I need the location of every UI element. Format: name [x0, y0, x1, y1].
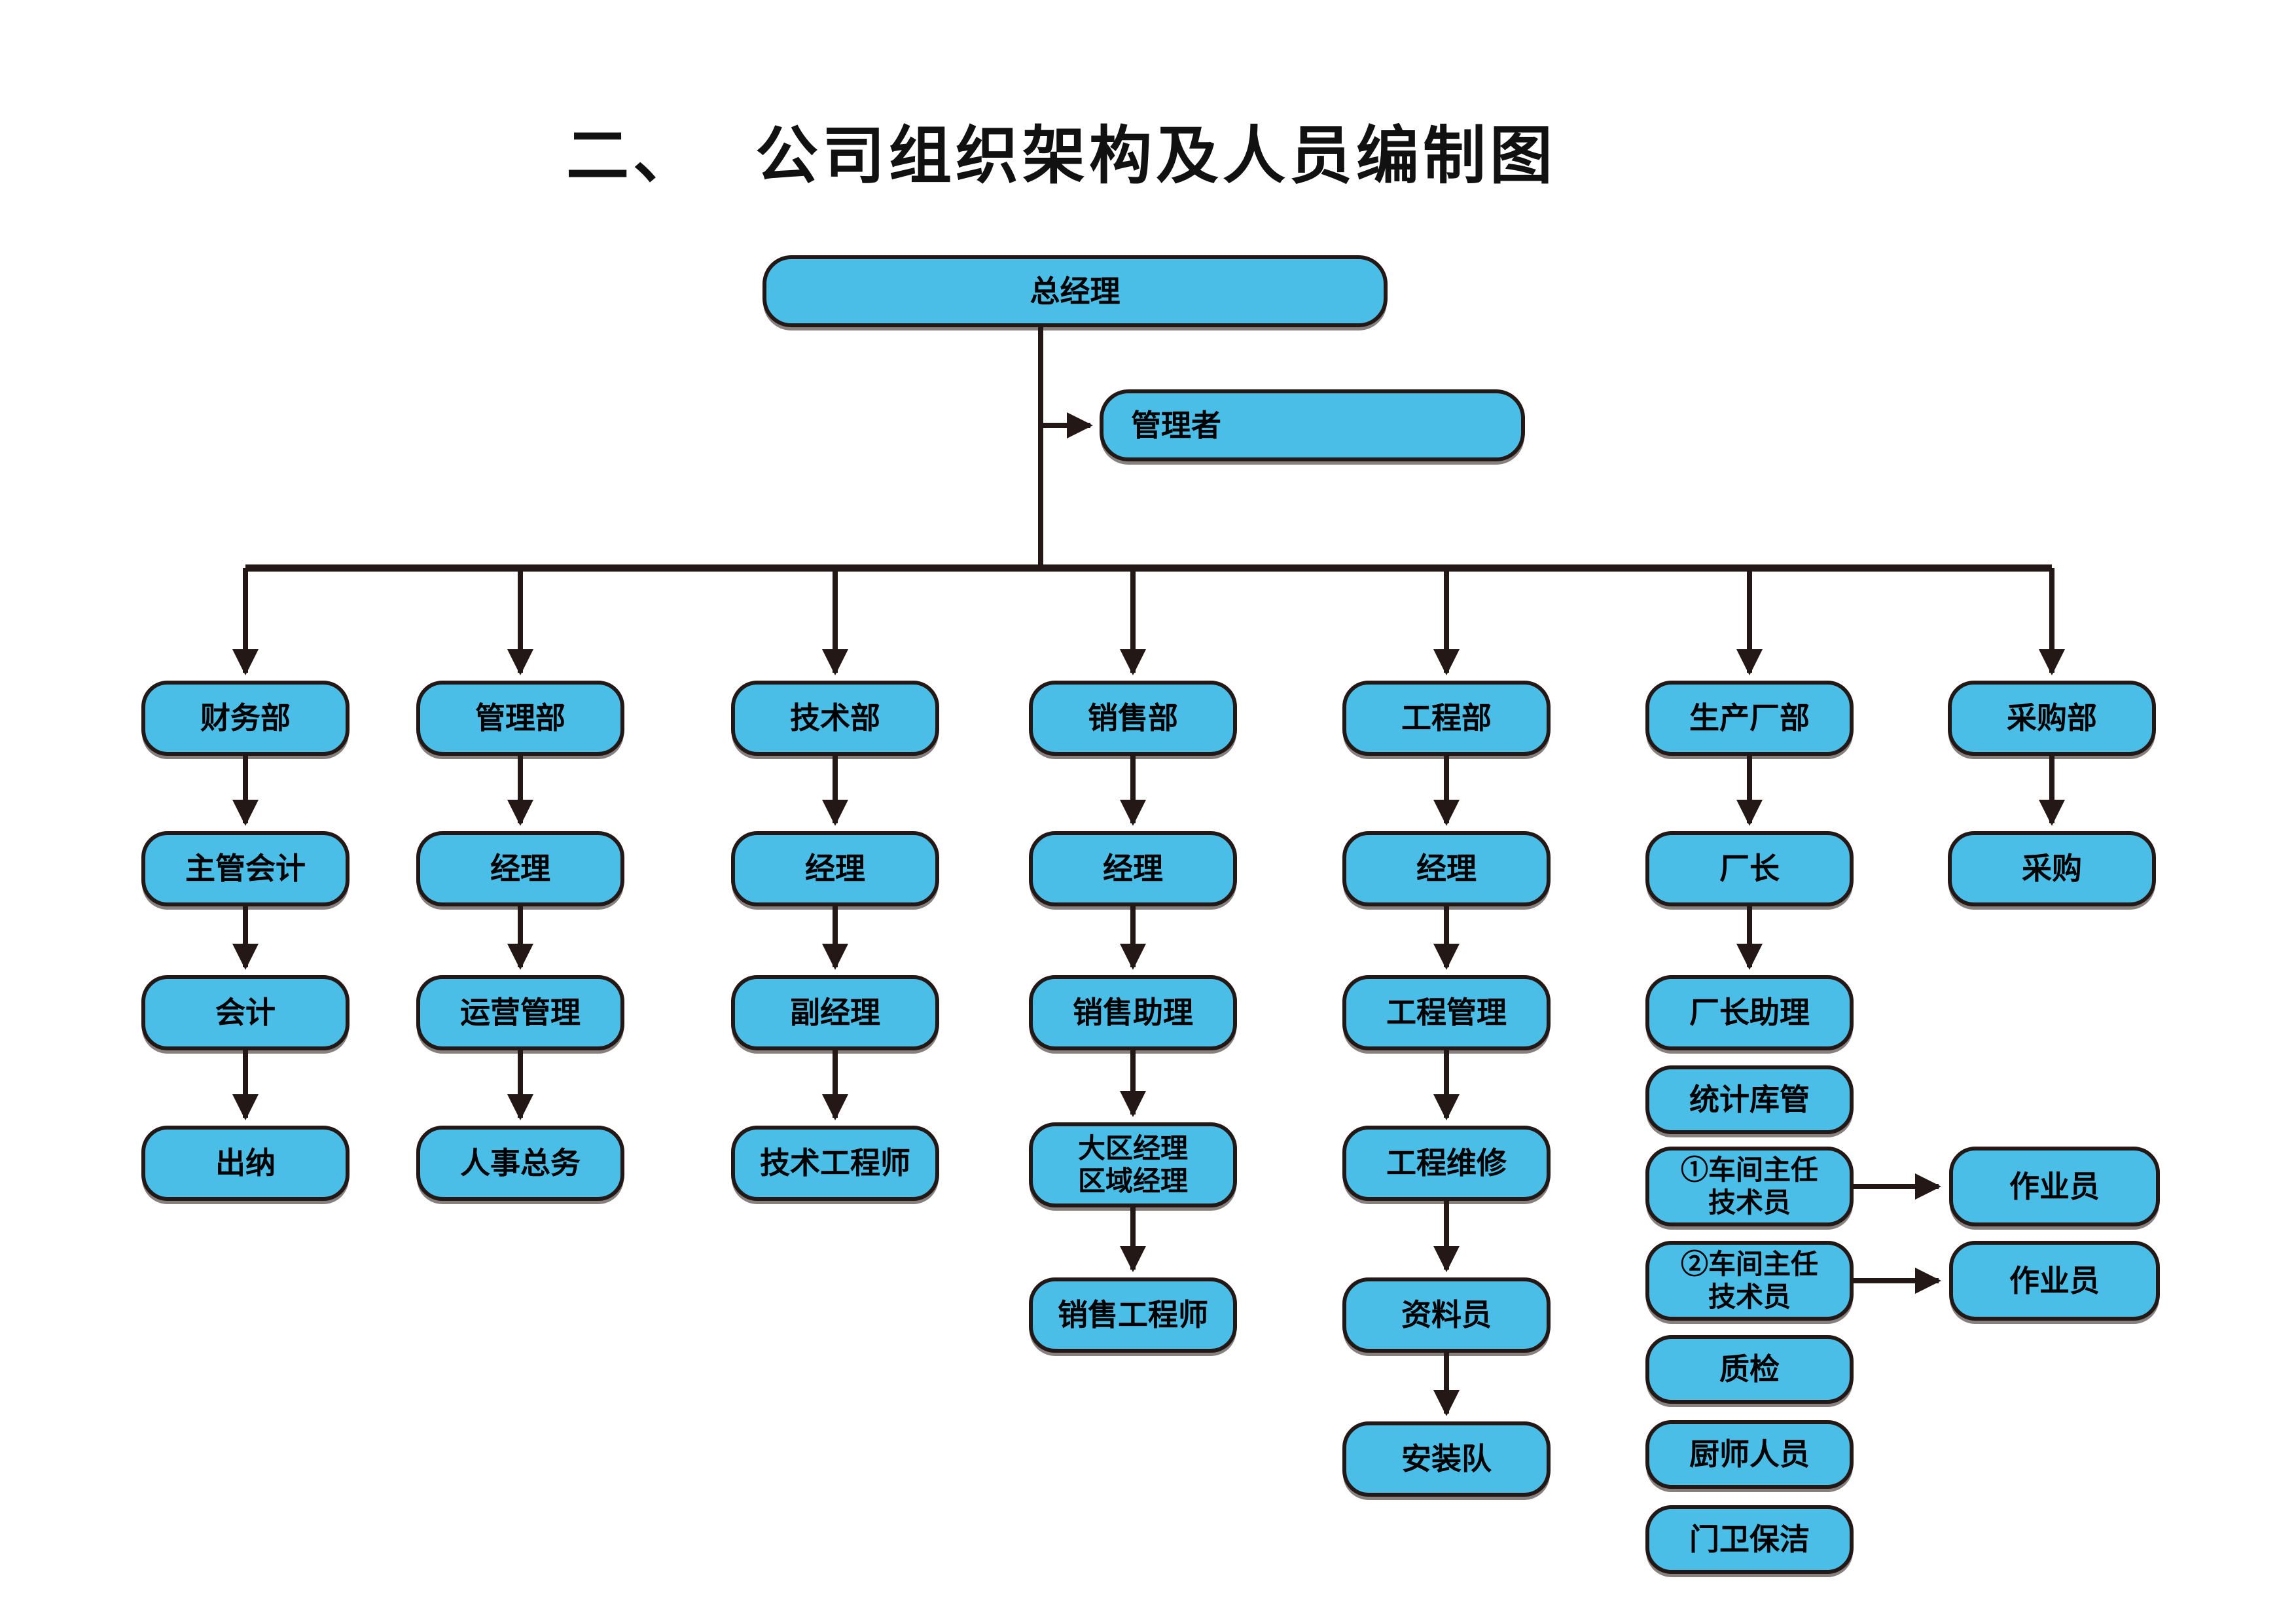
node-factory-director-assistant: 厂长助理	[1645, 975, 1854, 1050]
title-text: 公司组织架构及人员编制图	[755, 121, 1556, 191]
node-label: 经理	[805, 851, 865, 886]
node-label: 采购部	[2007, 701, 2097, 736]
node-sales-dept: 销售部	[1029, 681, 1237, 756]
node-engineering-management: 工程管理	[1342, 975, 1551, 1050]
node-label: 工程维修	[1386, 1146, 1507, 1181]
node-label: 作业员	[2009, 1169, 2100, 1204]
node-label: 厨师人员	[1689, 1437, 1810, 1472]
node-label: 门卫保洁	[1689, 1522, 1810, 1557]
node-label: 出纳	[215, 1146, 276, 1181]
node-workshop-supervisor-2: ②车间主任 技术员	[1645, 1241, 1854, 1321]
node-label-line2: 区域经理	[1077, 1166, 1188, 1196]
node-label: 统计库管	[1689, 1082, 1810, 1117]
node-operator-2: 作业员	[1949, 1241, 2160, 1321]
node-label: 副经理	[790, 995, 880, 1030]
node-workshop-supervisor-1: ①车间主任 技术员	[1645, 1147, 1854, 1226]
node-installation-team: 安装队	[1342, 1421, 1551, 1497]
node-engineering-maintenance: 工程维修	[1342, 1126, 1551, 1201]
node-label: 安装队	[1401, 1442, 1492, 1476]
node-technical-engineer: 技术工程师	[731, 1126, 939, 1201]
node-label: 人事总务	[460, 1146, 581, 1181]
node-label: 运营管理	[460, 995, 581, 1030]
node-cashier: 出纳	[141, 1126, 350, 1201]
page-title: 二、 公司组织架构及人员编制图	[566, 105, 1556, 196]
node-label: 主管会计	[185, 851, 306, 886]
node-purchasing: 采购	[1948, 831, 2156, 906]
node-label: 工程部	[1401, 701, 1492, 736]
node-label: 工程管理	[1386, 995, 1507, 1030]
node-security-cleaning: 门卫保洁	[1645, 1505, 1854, 1574]
node-sales-assistant: 销售助理	[1029, 975, 1237, 1050]
node-tech-manager: 经理	[731, 831, 939, 906]
node-factory-director: 厂长	[1645, 831, 1854, 906]
node-label-line1: ②车间主任	[1680, 1249, 1818, 1280]
node-factory-dept: 生产厂部	[1645, 681, 1854, 756]
node-label: 生产厂部	[1689, 701, 1810, 736]
node-label: 资料员	[1401, 1298, 1492, 1332]
node-kitchen-staff: 厨师人员	[1645, 1420, 1854, 1489]
node-label: 管理者	[1131, 408, 1221, 442]
node-tech-dept: 技术部	[731, 681, 939, 756]
node-general-manager: 总经理	[762, 255, 1388, 327]
node-label: 经理	[490, 851, 550, 886]
node-deputy-manager: 副经理	[731, 975, 939, 1050]
node-manager: 管理者	[1100, 389, 1525, 461]
node-admin-manager: 经理	[416, 831, 624, 906]
node-hr-general-affairs: 人事总务	[416, 1126, 624, 1201]
node-label: 销售工程师	[1058, 1298, 1208, 1332]
node-label: 作业员	[2009, 1263, 2100, 1298]
node-label: 销售部	[1088, 701, 1178, 736]
node-label: 总经理	[1030, 274, 1121, 308]
node-label: 质检	[1719, 1352, 1780, 1387]
node-label: 技术部	[790, 701, 880, 736]
node-label: 经理	[1416, 851, 1477, 886]
node-label-line2: 技术员	[1708, 1281, 1791, 1312]
node-region-manager: 大区经理 区域经理	[1029, 1122, 1237, 1207]
node-label: 会计	[215, 995, 276, 1030]
node-label-line2: 技术员	[1708, 1187, 1791, 1218]
node-label: 厂长助理	[1689, 995, 1810, 1030]
node-label: 管理部	[475, 701, 565, 736]
node-accountant: 会计	[141, 975, 350, 1050]
node-label: 销售助理	[1073, 995, 1193, 1030]
node-label: 经理	[1103, 851, 1163, 886]
node-label-line1: 大区经理	[1077, 1133, 1188, 1164]
node-chief-accountant: 主管会计	[141, 831, 350, 906]
node-quality-inspection: 质检	[1645, 1335, 1854, 1404]
node-engineering-manager: 经理	[1342, 831, 1551, 906]
node-label-line1: ①车间主任	[1680, 1154, 1818, 1186]
node-sales-manager: 经理	[1029, 831, 1237, 906]
node-finance-dept: 财务部	[141, 681, 350, 756]
node-operator-1: 作业员	[1949, 1147, 2160, 1226]
node-label: 厂长	[1719, 851, 1780, 886]
node-label: 财务部	[200, 701, 291, 736]
node-purchasing-dept: 采购部	[1948, 681, 2156, 756]
node-statistics-warehouse: 统计库管	[1645, 1065, 1854, 1134]
node-label: 技术工程师	[760, 1146, 910, 1181]
node-engineering-dept: 工程部	[1342, 681, 1551, 756]
node-operations-management: 运营管理	[416, 975, 624, 1050]
title-number: 二、	[566, 121, 700, 191]
node-label: 采购	[2022, 851, 2082, 886]
node-document-clerk: 资料员	[1342, 1277, 1551, 1353]
node-sales-engineer: 销售工程师	[1029, 1277, 1237, 1353]
node-admin-dept: 管理部	[416, 681, 624, 756]
